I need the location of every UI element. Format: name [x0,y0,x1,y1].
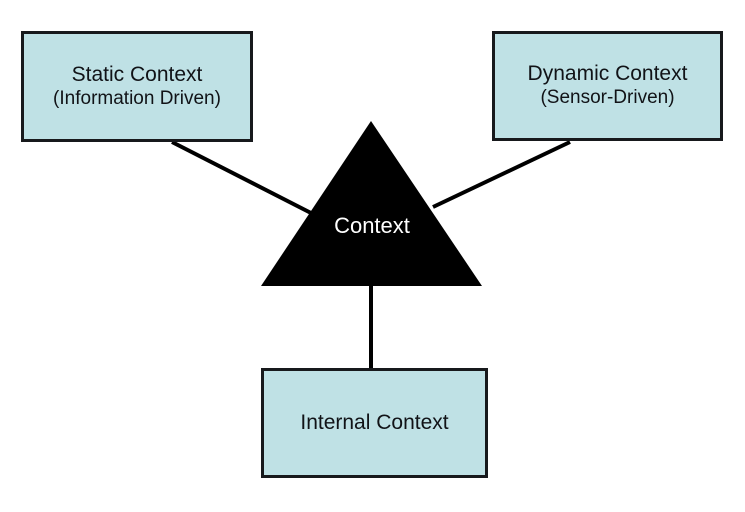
node-dynamic-context-label-line1: Dynamic Context [527,62,688,86]
connector-static-to-context [171,140,312,215]
node-static-context[interactable]: Static Context (Information Driven) [21,31,253,142]
node-static-context-label-line1: Static Context [71,62,203,86]
context-triangle [261,121,482,286]
connector-dynamic-to-context [432,140,571,209]
node-dynamic-context-label-line2: (Sensor-Driven) [540,87,675,109]
node-internal-context[interactable]: Internal Context [261,368,488,478]
node-static-context-label-line2: (Information Driven) [53,87,221,109]
node-internal-context-label-line1: Internal Context [300,410,449,434]
node-dynamic-context[interactable]: Dynamic Context (Sensor-Driven) [492,31,723,141]
